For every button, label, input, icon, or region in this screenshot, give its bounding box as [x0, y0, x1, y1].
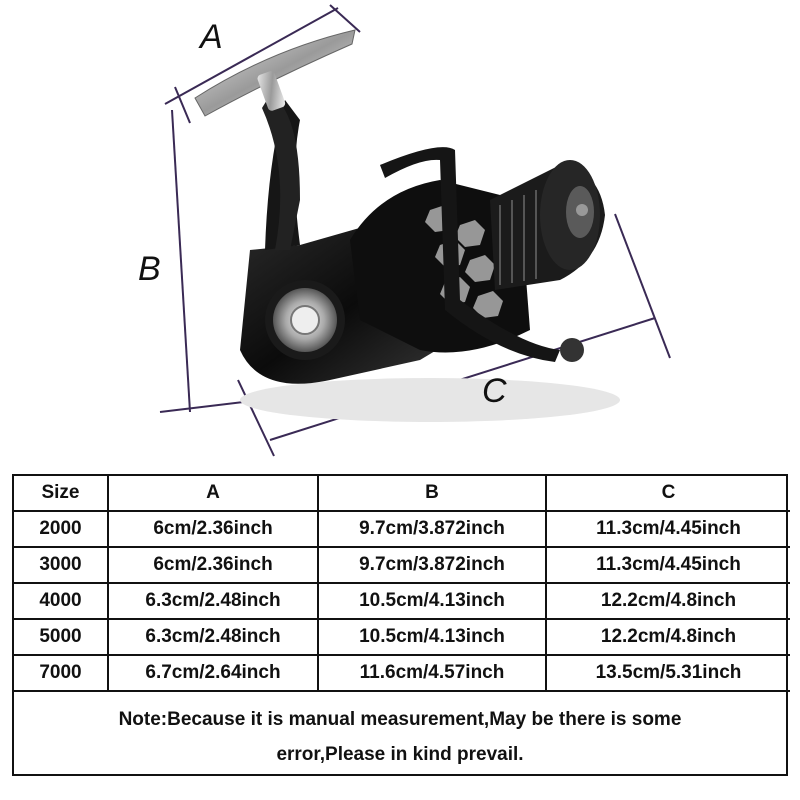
- cell-a: 6.7cm/2.64inch: [107, 654, 319, 692]
- table-header-row: Size A B C: [14, 476, 790, 512]
- table-row: 7000 6.7cm/2.64inch 11.6cm/4.57inch 13.5…: [14, 654, 790, 692]
- cell-b: 10.5cm/4.13inch: [317, 582, 547, 620]
- size-table: Size A B C 2000 6cm/2.36inch 9.7cm/3.872…: [12, 474, 790, 776]
- dimension-line-a: [164, 7, 339, 105]
- product-figure: A B C: [138, 4, 671, 457]
- cell-b: 11.6cm/4.57inch: [317, 654, 547, 692]
- cell-size: 4000: [14, 582, 109, 620]
- cell-a: 6.3cm/2.48inch: [107, 582, 319, 620]
- cell-c: 12.2cm/4.8inch: [545, 618, 790, 656]
- header-size: Size: [14, 476, 109, 512]
- header-a: A: [107, 476, 319, 512]
- dimensions-table: Size A B C 2000 6cm/2.36inch 9.7cm/3.872…: [14, 476, 790, 692]
- table-row: 2000 6cm/2.36inch 9.7cm/3.872inch 11.3cm…: [14, 510, 790, 548]
- note-line-1: Note:Because it is manual measurement,Ma…: [118, 709, 682, 730]
- dimension-label-b: B: [138, 250, 161, 288]
- cell-b: 9.7cm/3.872inch: [317, 546, 547, 584]
- table-row: 3000 6cm/2.36inch 9.7cm/3.872inch 11.3cm…: [14, 546, 790, 584]
- table-row: 4000 6.3cm/2.48inch 10.5cm/4.13inch 12.2…: [14, 582, 790, 620]
- cell-size: 3000: [14, 546, 109, 584]
- cell-b: 10.5cm/4.13inch: [317, 618, 547, 656]
- cell-size: 5000: [14, 618, 109, 656]
- dimension-label-a: A: [200, 18, 223, 56]
- header-c: C: [545, 476, 790, 512]
- cell-c: 12.2cm/4.8inch: [545, 582, 790, 620]
- cell-a: 6cm/2.36inch: [107, 546, 319, 584]
- dimension-line-b: [171, 109, 191, 413]
- note-line-2: error,Please in kind prevail.: [276, 744, 524, 765]
- cell-c: 11.3cm/4.45inch: [545, 546, 790, 584]
- dimension-label-c: C: [482, 372, 507, 410]
- measurement-note: Note:Because it is manual measurement,Ma…: [14, 692, 786, 772]
- cell-c: 11.3cm/4.45inch: [545, 510, 790, 548]
- spinning-reel-image: [159, 4, 671, 457]
- table-row: 5000 6.3cm/2.48inch 10.5cm/4.13inch 12.2…: [14, 618, 790, 656]
- cell-size: 2000: [14, 510, 109, 548]
- header-b: B: [317, 476, 547, 512]
- cell-b: 9.7cm/3.872inch: [317, 510, 547, 548]
- cell-a: 6.3cm/2.48inch: [107, 618, 319, 656]
- cell-size: 7000: [14, 654, 109, 692]
- cell-a: 6cm/2.36inch: [107, 510, 319, 548]
- cell-c: 13.5cm/5.31inch: [545, 654, 790, 692]
